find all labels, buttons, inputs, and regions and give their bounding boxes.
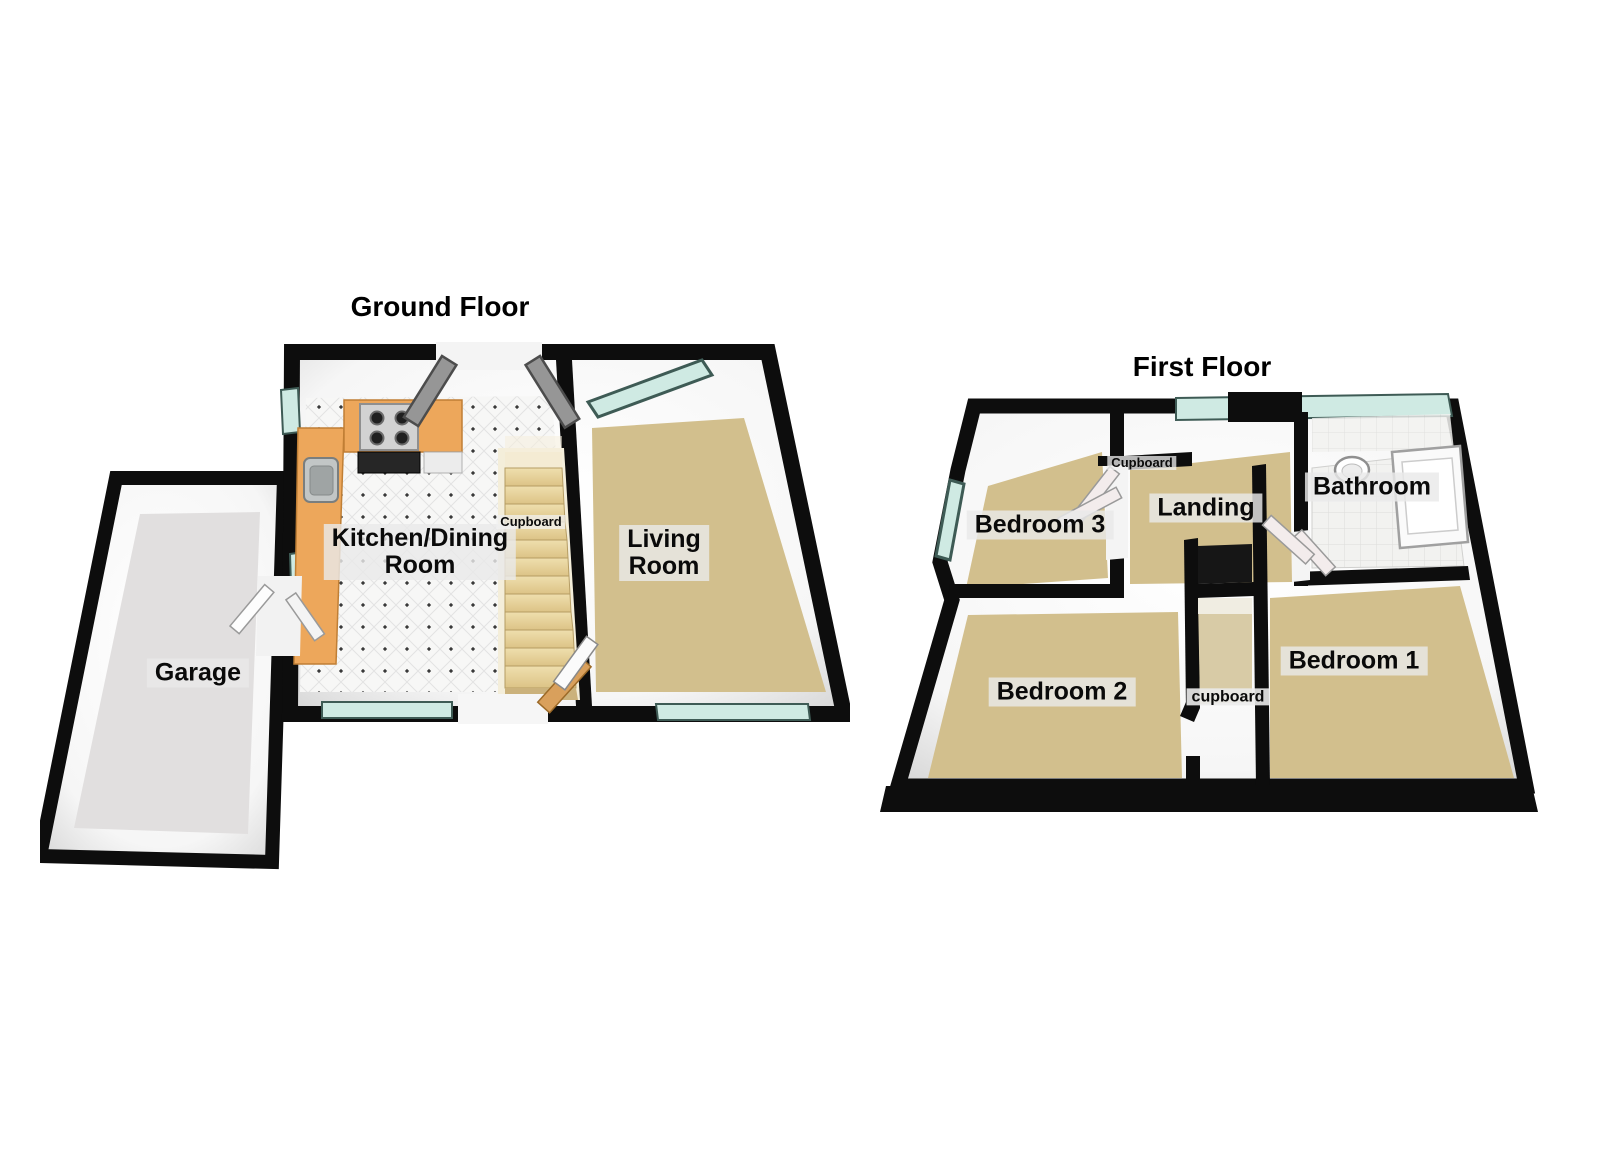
landing-label: Landing: [1149, 493, 1263, 523]
first-floor-svg: [880, 392, 1538, 812]
first-floor-bottom-wall: [880, 786, 1538, 812]
bathroom-label: Bathroom: [1304, 472, 1440, 502]
kitchen-top-doors: [402, 342, 581, 430]
hall-door-leaf: [552, 635, 599, 691]
kitchen-sink-basin: [309, 465, 334, 496]
door-leaf-left: [402, 354, 459, 428]
bedroom1-label: Bedroom 1: [1280, 646, 1428, 676]
stair-step: [504, 629, 575, 649]
living-room-label: Living Room: [619, 525, 709, 581]
oven: [357, 451, 421, 474]
bedroom1-floor: [1270, 586, 1514, 778]
kitchen-dining-room-label: Kitchen/Dining Room: [323, 524, 517, 580]
stair-step: [505, 452, 562, 468]
door-leaf-right: [523, 354, 581, 430]
garage-doorway: [228, 576, 326, 656]
cupboard-mid-wall-face: [1198, 598, 1252, 614]
kitchen-bottom-window: [321, 701, 453, 719]
garage-door-leaf: [228, 583, 275, 635]
first-floor-panel: First Floor Bedroom 3 Cupboard Landing B…: [880, 340, 1550, 840]
cupboard-mid-floor: [1198, 598, 1252, 704]
kitchen-living-partition-wall: [556, 360, 592, 706]
dishwasher: [423, 451, 463, 474]
front-entrance: [458, 635, 599, 724]
stair-step: [505, 436, 562, 452]
garage-label: Garage: [146, 658, 250, 688]
stair-step: [504, 647, 576, 667]
stair-step: [504, 593, 572, 613]
stairwell-left-wall: [1184, 538, 1200, 710]
stairwell-void: [1198, 544, 1252, 584]
bedroom1-door-leaf: [1261, 514, 1316, 565]
bedroom2-label: Bedroom 2: [988, 677, 1136, 707]
bedroom3-bay-window: [934, 478, 966, 562]
cupboard-label-ground: Cupboard: [496, 514, 566, 530]
living-room-floor: [592, 418, 826, 692]
cupboard-top-label: Cupboard: [1107, 455, 1177, 471]
stair-step: [504, 485, 565, 505]
first-floor-doors: [1056, 464, 1337, 582]
ground-floor-panel: Ground Floor Kitchen/Dining Room Cupboar…: [40, 280, 850, 900]
stairwell-cross-wall: [1196, 582, 1254, 598]
ground-floor-svg: [40, 342, 850, 870]
cupboard-wall-stub: [1098, 456, 1112, 466]
kitchen-door-leaf: [284, 591, 326, 642]
kitchen-side-window: [279, 386, 302, 436]
first-floor-title: First Floor: [1132, 351, 1272, 382]
bedroom2-wall-stub: [1186, 756, 1200, 788]
stair-step: [504, 611, 574, 631]
stairwell-left-wall-foot: [1180, 702, 1200, 722]
living-room-bottom-window: [654, 703, 812, 721]
front-door-opening: [458, 694, 548, 724]
bedroom3-label: Bedroom 3: [966, 510, 1114, 540]
wall-segment-between-windows: [1228, 392, 1302, 422]
bedroom3-bedroom2-wall: [948, 584, 1124, 598]
cupboard-mid-label: cupboard: [1186, 688, 1270, 706]
bathroom-bottom-wall: [1294, 566, 1470, 586]
ground-floor-title: Ground Floor: [350, 291, 530, 322]
living-room-bay-window: [585, 358, 715, 419]
stair-step: [504, 467, 564, 487]
bathroom-wall-tiles: [1312, 414, 1454, 452]
